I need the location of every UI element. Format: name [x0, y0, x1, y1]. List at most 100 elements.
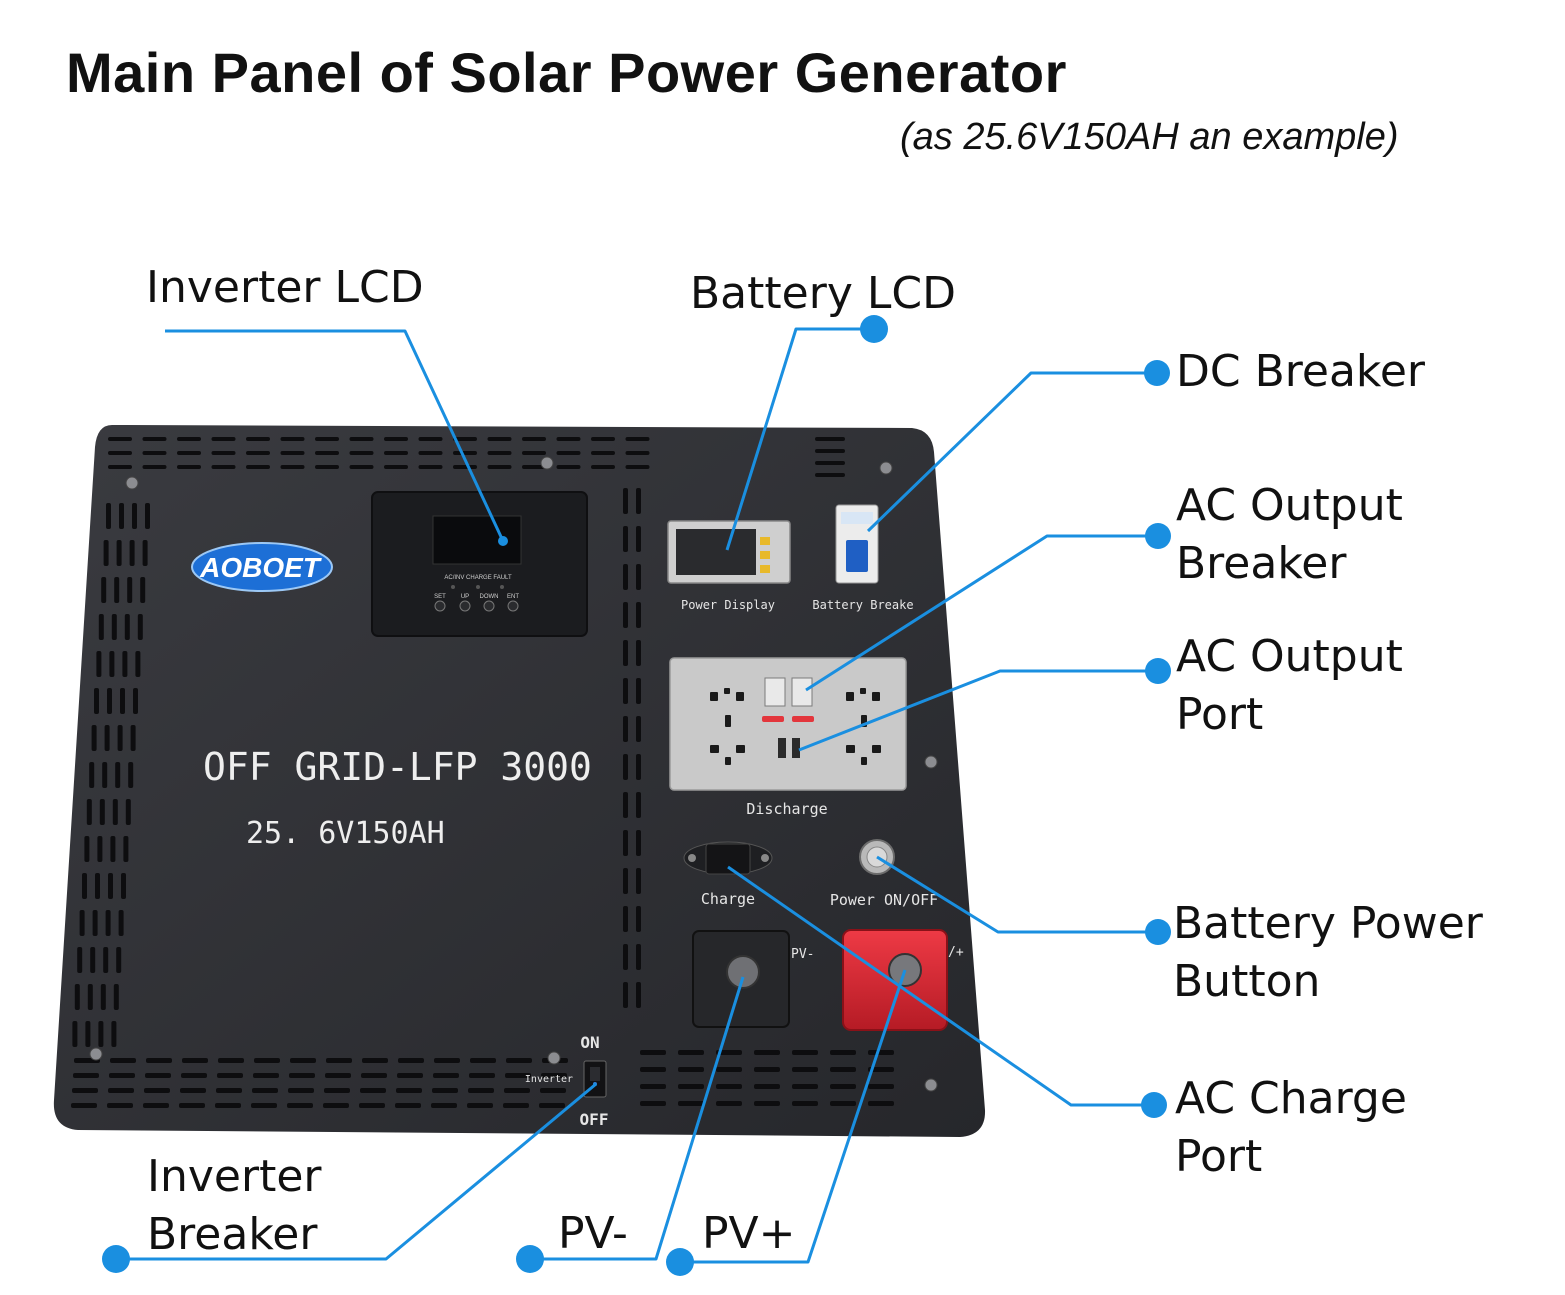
vent-slot — [105, 910, 111, 936]
lcd-button[interactable] — [459, 600, 471, 612]
panel-screws — [89, 456, 938, 1092]
vent-slot — [315, 437, 339, 441]
dot-ac-output-port — [1145, 658, 1171, 684]
vent-slot — [254, 1058, 280, 1063]
vent-slot — [623, 944, 628, 970]
vent-slot — [114, 577, 120, 603]
screw-icon — [879, 461, 893, 475]
vent-slot — [360, 1088, 386, 1093]
socket-hole — [710, 692, 718, 701]
discharge-label: Discharge — [746, 800, 827, 818]
vent-slot — [280, 451, 305, 455]
callout-ac-output-breaker-line1: AC Output — [1176, 480, 1403, 531]
vent-slot — [90, 947, 96, 973]
vent-slot — [398, 1058, 424, 1063]
vent-slot — [129, 540, 135, 566]
vent-slot — [636, 944, 641, 970]
vent-slot — [636, 754, 641, 780]
vent-slot — [107, 1103, 133, 1108]
vent-slot — [623, 602, 628, 628]
vent-slot — [716, 1067, 742, 1072]
lcd-button[interactable] — [483, 600, 495, 612]
vent-slot — [868, 1067, 894, 1072]
vent-slot — [101, 577, 107, 603]
callout-inverter-breaker-line1: Inverter — [147, 1151, 322, 1202]
callout-battery-power-button: Battery Power Button — [1173, 895, 1483, 1011]
lcd-button-label: DOWN — [480, 594, 499, 600]
vent-slot — [591, 451, 615, 455]
vent-slot — [636, 640, 641, 666]
vent-slot — [135, 651, 141, 677]
dc-breaker[interactable]: Battery Breake — [812, 504, 914, 612]
vent-slot — [636, 564, 641, 590]
callout-pv-plus: PV+ — [702, 1208, 796, 1259]
vent-slot — [754, 1084, 780, 1089]
vent-slot — [349, 451, 374, 455]
vent-slot — [323, 1103, 349, 1108]
vent-slot — [468, 1088, 494, 1093]
vent-slot — [830, 1101, 856, 1106]
vent-slot — [287, 1103, 313, 1108]
switch-on-label: ON — [580, 1033, 599, 1052]
ac-charge-port[interactable]: Charge — [683, 841, 773, 908]
ac-output-socket-plate: Discharge — [669, 657, 907, 818]
page-subtitle: (as 25.6V150AH an example) — [900, 116, 1399, 158]
socket-hole — [710, 745, 719, 753]
callout-ac-output-port: AC Output Port — [1176, 628, 1403, 744]
vent-slot — [92, 910, 98, 936]
vent-slot — [146, 1058, 172, 1063]
vent-slot — [640, 1067, 666, 1072]
vent-slot — [177, 465, 201, 469]
dot-inverter-lcd — [498, 536, 508, 546]
vent-slot — [815, 461, 845, 465]
ac-output-breaker-switches[interactable] — [762, 677, 814, 722]
vent-slot — [395, 1103, 421, 1108]
vent-slot — [132, 503, 137, 529]
lcd-button[interactable] — [507, 600, 519, 612]
vent-slot — [591, 465, 615, 469]
vent-slot — [84, 836, 90, 862]
vent-slot — [181, 1073, 207, 1078]
dot-dc-breaker — [1144, 360, 1170, 386]
vent-slot — [815, 473, 845, 477]
callout-ac-output-breaker: AC Output Breaker — [1176, 477, 1403, 593]
callout-ac-output-breaker-line2: Breaker — [1176, 538, 1347, 589]
vent-slot — [623, 564, 628, 590]
vent-slot — [246, 465, 270, 469]
vent-slot — [792, 1050, 818, 1055]
vent-slot — [487, 437, 512, 441]
vent-slot — [636, 792, 641, 818]
vent-slot — [504, 1088, 530, 1093]
pv-positive-terminal[interactable]: /+ — [842, 929, 964, 1031]
vent-slot — [754, 1050, 780, 1055]
vent-slot — [87, 984, 93, 1010]
dot-pv-minus — [516, 1245, 544, 1273]
screw-icon — [89, 1047, 103, 1061]
vent-slot — [143, 1103, 169, 1108]
vent-slot — [636, 982, 641, 1008]
page-title: Main Panel of Solar Power Generator — [66, 41, 1067, 104]
charge-label: Charge — [701, 890, 755, 908]
battery-breaker-label: Battery Breake — [812, 598, 913, 612]
vent-slot — [623, 488, 628, 514]
vent-slot — [122, 651, 128, 677]
vent-slot — [246, 437, 270, 441]
vent-slot — [97, 836, 103, 862]
vent-slot — [252, 1088, 278, 1093]
callout-battery-lcd: Battery LCD — [690, 268, 956, 319]
vent-slot — [111, 614, 117, 640]
vent-slot — [289, 1073, 315, 1078]
vent-slot — [418, 451, 443, 455]
vent-slot — [74, 984, 80, 1010]
dot-pv-plus — [666, 1248, 694, 1276]
dot-battery-lcd — [860, 315, 888, 343]
dot-ac-output-breaker — [1145, 523, 1171, 549]
vent-slot — [792, 1101, 818, 1106]
usb-ports[interactable] — [778, 738, 800, 758]
vent-slot — [418, 465, 443, 469]
lcd-button[interactable] — [434, 600, 446, 612]
vent-slot — [324, 1088, 350, 1093]
vent-slot — [384, 465, 408, 469]
vent-slot — [116, 540, 122, 566]
vent-slot — [119, 503, 124, 529]
